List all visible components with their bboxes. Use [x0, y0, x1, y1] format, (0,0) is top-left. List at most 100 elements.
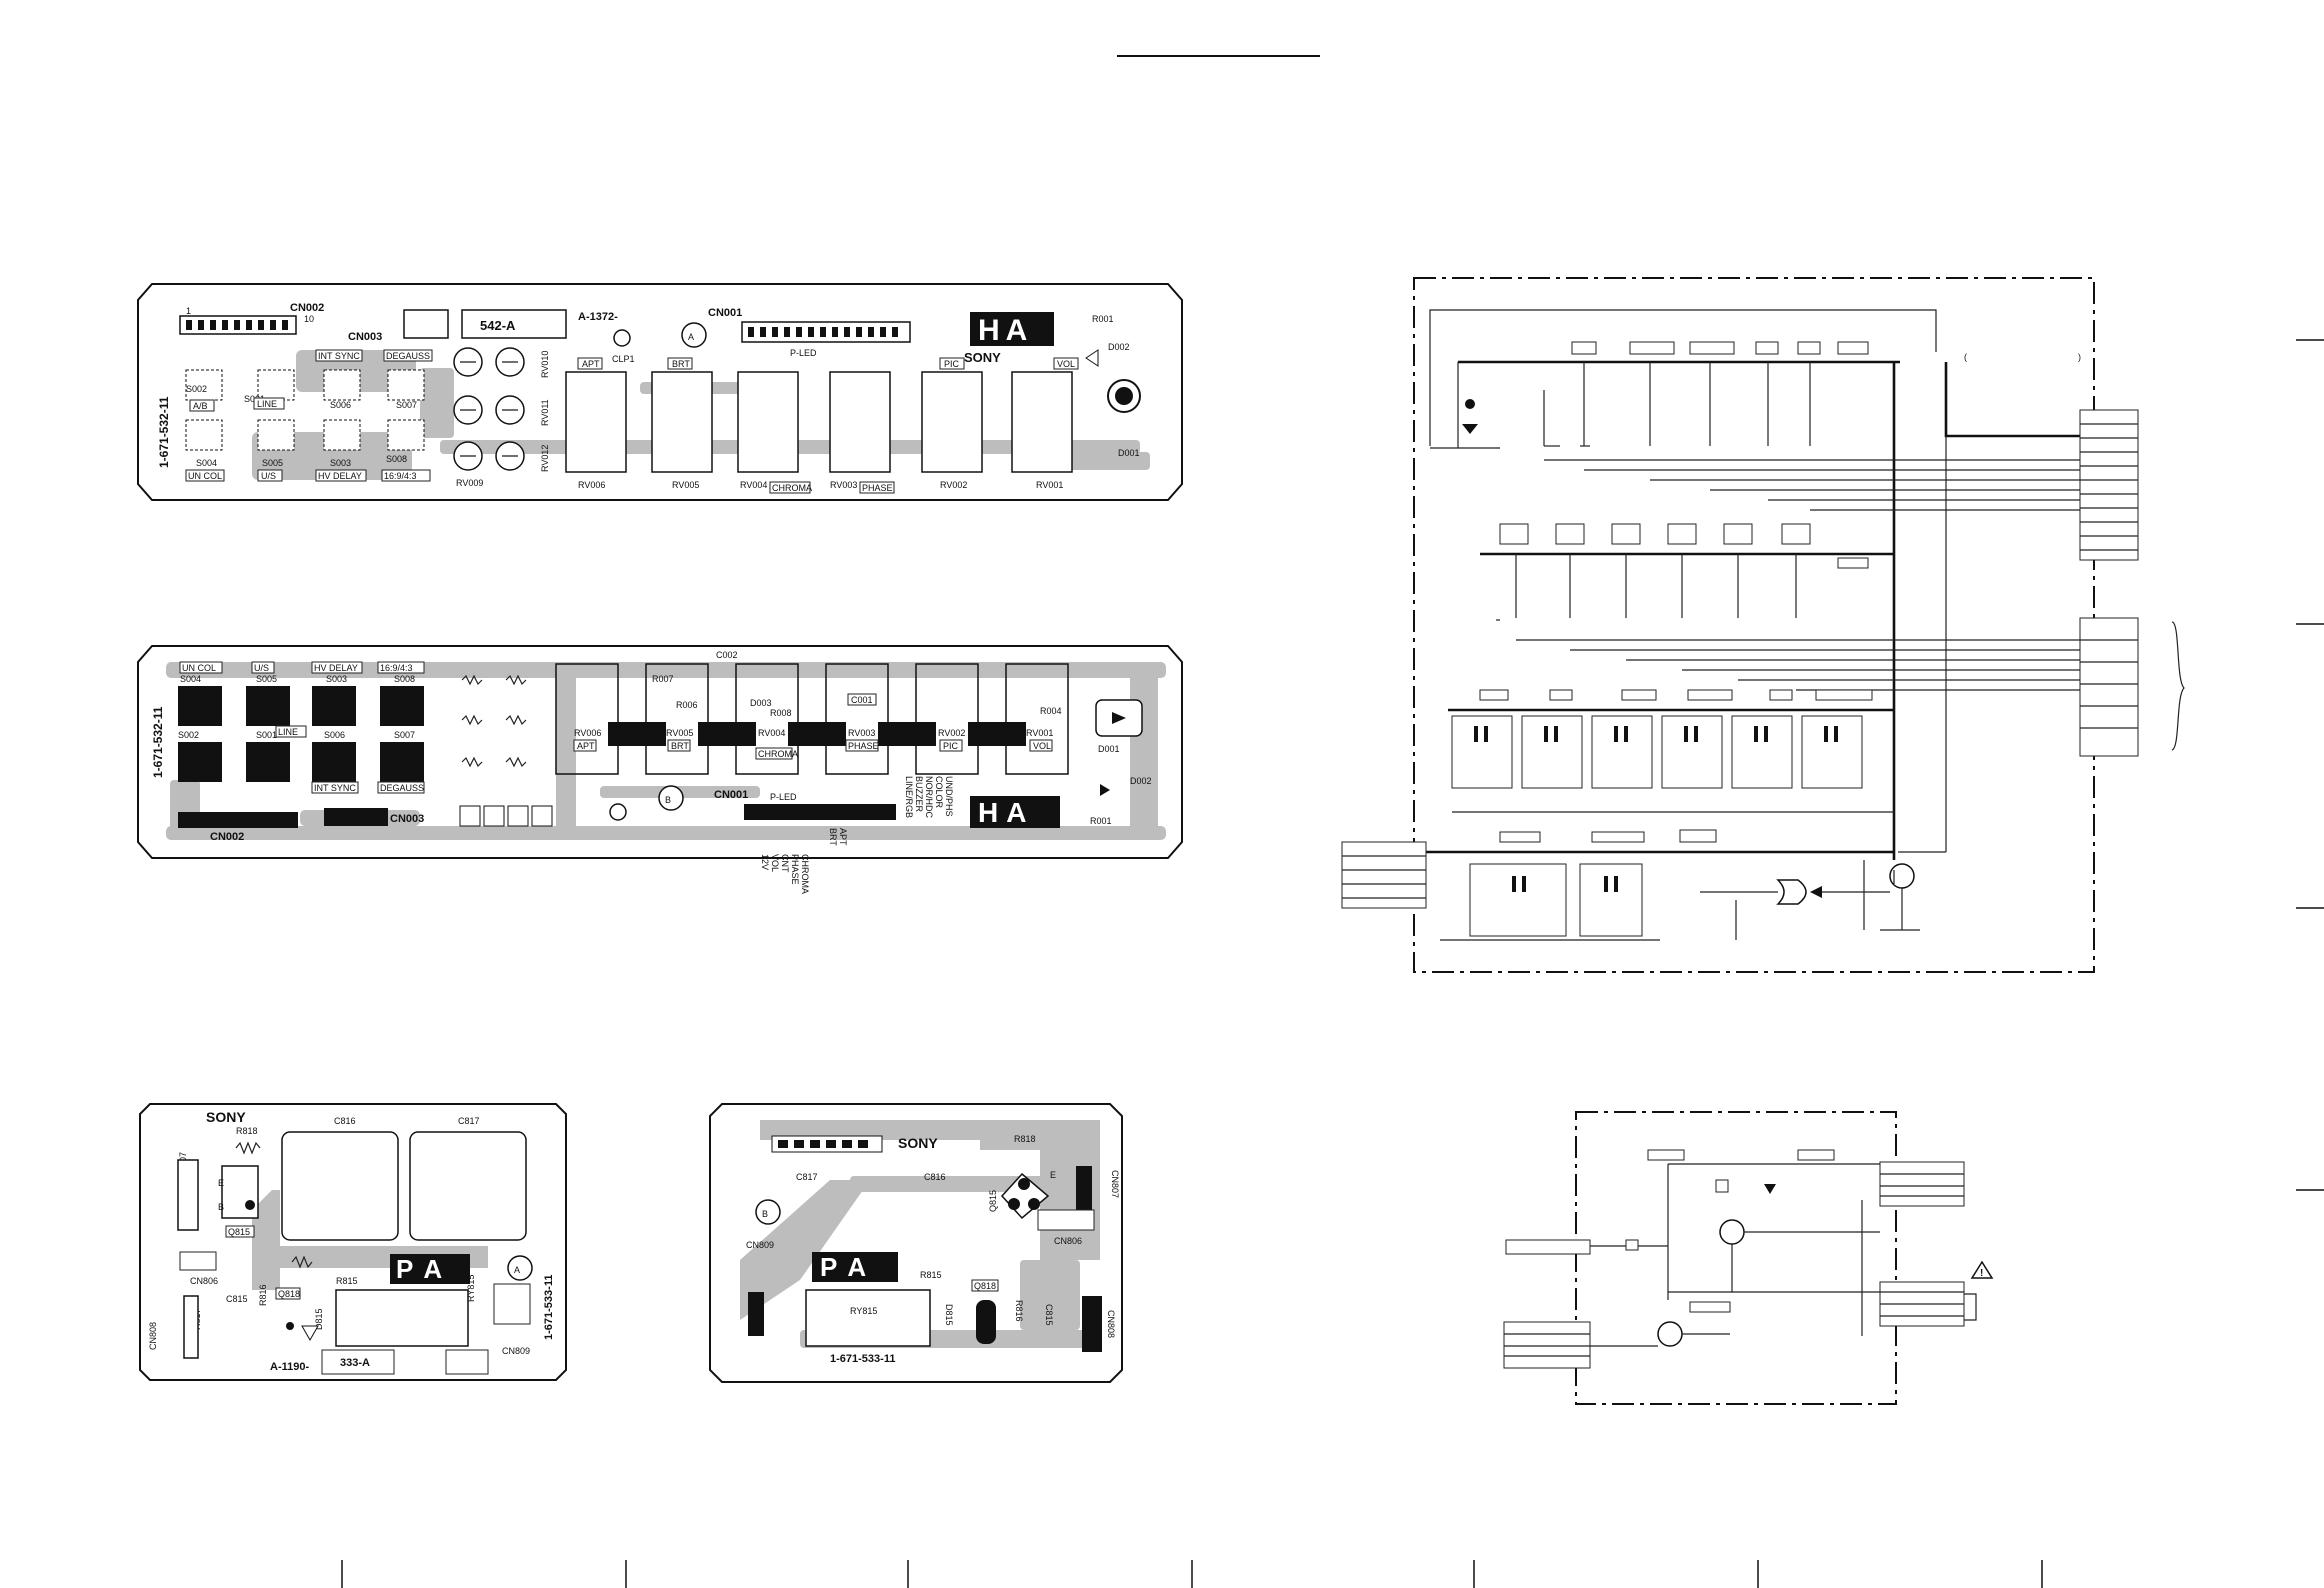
ha-board-conductor-side: UN COL U/S HV DELAY 16:9/4:3 LINE INT SY… — [137, 645, 1183, 894]
svg-text:Q818: Q818 — [974, 1281, 996, 1291]
svg-text:RV002: RV002 — [940, 480, 967, 490]
svg-text:1: 1 — [186, 306, 191, 316]
ha-b-cn003-label: CN003 — [390, 813, 424, 825]
svg-text:A/B: A/B — [193, 401, 208, 411]
svg-text:RV012: RV012 — [540, 445, 550, 472]
svg-text:RV006: RV006 — [578, 480, 605, 490]
svg-text:C002: C002 — [716, 650, 738, 660]
svg-text:C815: C815 — [226, 1294, 248, 1304]
svg-text:16:9/4:3: 16:9/4:3 — [384, 471, 417, 481]
svg-text:P-LED: P-LED — [770, 792, 797, 802]
svg-text:D003: D003 — [750, 698, 772, 708]
ha-b-pot-pads — [608, 722, 1026, 746]
ha-a-assembly-suffix: 542-A — [480, 318, 516, 333]
svg-text:UND/PHS: UND/PHS — [944, 776, 954, 817]
svg-text:B: B — [218, 1202, 224, 1212]
svg-text:R001: R001 — [1090, 816, 1112, 826]
svg-text:U/S: U/S — [261, 471, 276, 481]
svg-text:S002: S002 — [178, 730, 199, 740]
svg-text:R818: R818 — [1014, 1134, 1036, 1144]
svg-text:CN809: CN809 — [502, 1346, 530, 1356]
side-marker-a — [681, 322, 707, 348]
svg-text:RV011: RV011 — [540, 399, 550, 426]
svg-text:NOR/HDC: NOR/HDC — [924, 776, 934, 818]
svg-text:BRT: BRT — [828, 828, 838, 846]
svg-text:S005: S005 — [262, 458, 283, 468]
pa-b-board-title: PA — [820, 1252, 878, 1282]
ha-a-side-letter: A — [688, 332, 694, 342]
svg-text:): ) — [2078, 352, 2081, 362]
svg-text:CN808: CN808 — [148, 1322, 158, 1350]
svg-text:INT SYNC: INT SYNC — [314, 783, 356, 793]
ha-a-r001: R001 — [1092, 314, 1114, 324]
svg-text:CN808: CN808 — [1106, 1310, 1116, 1338]
svg-text:R815: R815 — [920, 1270, 942, 1280]
svg-text:BUZZER: BUZZER — [914, 776, 924, 813]
pa-a-brand: SONY — [206, 1109, 246, 1125]
schematic-connector-1 — [2079, 409, 2139, 561]
svg-text:R816: R816 — [1014, 1300, 1024, 1322]
svg-text:S008: S008 — [394, 674, 415, 684]
svg-text:HV DELAY: HV DELAY — [318, 471, 362, 481]
ha-b-cn001-label: CN001 — [714, 789, 748, 801]
svg-text:S005: S005 — [256, 674, 277, 684]
svg-text:C817: C817 — [796, 1172, 818, 1182]
svg-text:LINE: LINE — [257, 399, 277, 409]
svg-text:R007: R007 — [652, 674, 674, 684]
svg-text:DEGAUSS: DEGAUSS — [380, 783, 424, 793]
pa-b-brand: SONY — [898, 1135, 938, 1151]
svg-text:RV001: RV001 — [1036, 480, 1063, 490]
pa-b-board-number: 1-671-533-11 — [830, 1353, 895, 1365]
pa-a-board-number: 1-671-533-11 — [543, 1275, 555, 1340]
svg-text:CN806: CN806 — [190, 1276, 218, 1286]
svg-text:C817: C817 — [458, 1116, 480, 1126]
svg-text:PIC: PIC — [944, 359, 960, 369]
ha-a-cn001-label: CN001 — [708, 307, 742, 319]
ha-a-cn003-label: CN003 — [348, 331, 382, 343]
svg-text:S002: S002 — [186, 384, 207, 394]
ha-a-d002: D002 — [1108, 342, 1130, 352]
svg-text:RV005: RV005 — [672, 480, 699, 490]
pa-board-conductor-side: SONY R818 C817 C816 Q815 E CN807 CN806 B… — [709, 1103, 1123, 1383]
ha-a-board-number: 1-671-532-11 — [157, 396, 171, 468]
svg-text:DEGAUSS: DEGAUSS — [386, 351, 430, 361]
svg-text:COLOR: COLOR — [934, 776, 944, 809]
ha-a-switch-grid — [185, 369, 425, 451]
ha-a-assembly-number: A-1372- — [578, 311, 618, 323]
svg-text:RV010: RV010 — [540, 351, 550, 378]
svg-text:Q818: Q818 — [278, 1289, 300, 1299]
svg-text:RV003: RV003 — [830, 480, 857, 490]
ha-b-switch-pads — [178, 686, 424, 782]
ha-a-led-label: P-LED — [790, 348, 817, 358]
svg-text:PHASE: PHASE — [862, 483, 893, 493]
svg-text:E: E — [1050, 1170, 1056, 1180]
svg-text:C815: C815 — [1044, 1304, 1054, 1326]
svg-text:VOL: VOL — [1033, 741, 1051, 751]
svg-text:16:9/4:3: 16:9/4:3 — [380, 663, 413, 673]
svg-text:RV003: RV003 — [848, 728, 875, 738]
svg-text:D002: D002 — [1130, 776, 1152, 786]
pa-b-side-letter: B — [762, 1209, 768, 1219]
svg-text:Q815: Q815 — [228, 1227, 250, 1237]
svg-text:S003: S003 — [326, 674, 347, 684]
pa-a-side-letter: A — [514, 1265, 520, 1275]
svg-text:S004: S004 — [196, 458, 217, 468]
svg-text:RY815: RY815 — [466, 1275, 476, 1302]
svg-text:C816: C816 — [334, 1116, 356, 1126]
svg-text:VOL: VOL — [770, 854, 780, 872]
svg-text:PHASE: PHASE — [848, 741, 879, 751]
svg-text:RV002: RV002 — [938, 728, 965, 738]
svg-text:D815: D815 — [944, 1304, 954, 1326]
pa-a-assembly-number: A-1190- — [270, 1361, 309, 1373]
ha-b-board-number: 1-671-532-11 — [151, 706, 165, 778]
svg-text:R815: R815 — [336, 1276, 358, 1286]
svg-text:C816: C816 — [924, 1172, 946, 1182]
ha-a-board-title: HA — [978, 314, 1033, 347]
svg-text:U/S: U/S — [254, 663, 269, 673]
ha-a-cn002-label: CN002 — [290, 302, 324, 314]
svg-text:RV009: RV009 — [456, 478, 483, 488]
svg-text:D001: D001 — [1098, 744, 1120, 754]
svg-text:Q815: Q815 — [988, 1190, 998, 1212]
svg-text:RV006: RV006 — [574, 728, 601, 738]
svg-text:S003: S003 — [330, 458, 351, 468]
